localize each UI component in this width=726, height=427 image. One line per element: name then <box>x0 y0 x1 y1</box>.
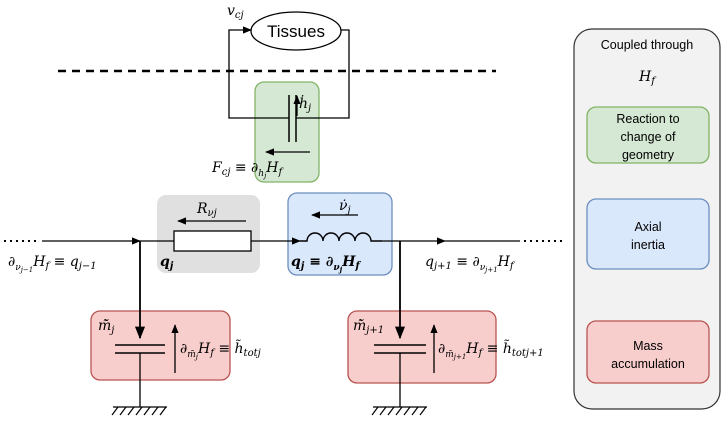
tissues-loop-right-wire <box>296 29 350 119</box>
inductor-flow-label: ν̇j <box>339 198 351 216</box>
legend-geometry-box <box>586 106 710 164</box>
geometry-reaction-box <box>254 81 320 183</box>
right-effort-label: qj+1 ≡ ∂νj+1Hf <box>425 254 516 274</box>
ground-j1-hatch <box>371 406 427 416</box>
legend-inertia-box <box>586 198 710 270</box>
inductor-node-label: qj ≡ ∂νjHf <box>291 254 361 274</box>
tissues-velocity-label: vcj <box>227 3 244 21</box>
inductor-coil <box>300 232 382 242</box>
tissues-loop-left-wire <box>228 26 289 119</box>
resistor-element <box>173 230 252 252</box>
left-effort-label: ∂νj−1Hf ≡ qj−1 <box>8 254 97 274</box>
capacitor-j-flow-label: m̃̇j <box>98 318 114 336</box>
ground-j-hatch <box>111 406 167 416</box>
tissues-label: Tissues <box>267 22 325 41</box>
capacitor-j-effort-label: ∂m̃jHf ≡ h̃totj <box>180 339 261 361</box>
mass-accumulation-box-j1 <box>347 310 497 384</box>
legend-mass-box <box>586 320 710 384</box>
legend-title: Coupled through <box>601 38 693 52</box>
